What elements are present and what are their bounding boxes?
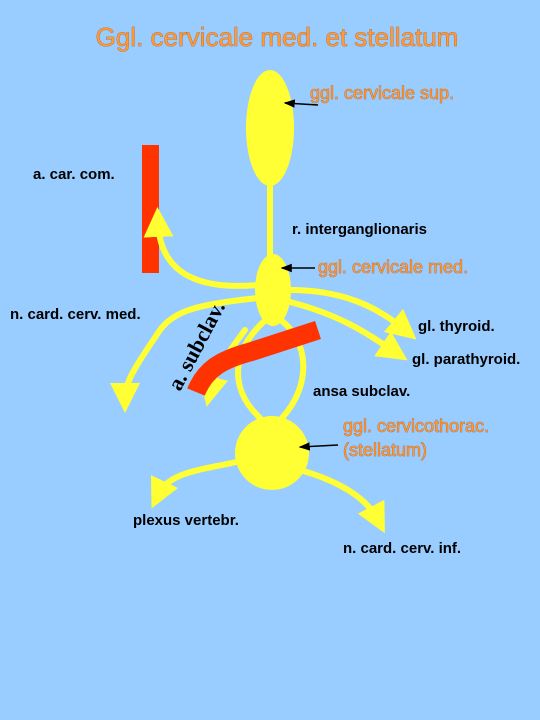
gl-thyroid-branch xyxy=(287,287,417,340)
branch-to-carotid xyxy=(143,207,261,289)
a-subclav-artery xyxy=(187,320,321,396)
label-n-card-cerv-inf: n. card. cerv. inf. xyxy=(343,540,461,557)
page-title: Ggl. cervicale med. et stellatum xyxy=(96,22,459,52)
pointer-ggl-sup-arrow xyxy=(283,99,319,108)
pointer-stellatum-arrow xyxy=(298,442,339,451)
ansa-subclav-right xyxy=(275,315,307,421)
a-car-com-artery xyxy=(142,145,159,273)
n-card-cerv-inf-path xyxy=(297,467,385,534)
n-card-cerv-med-path xyxy=(110,295,261,413)
label-r-interganglionaris: r. interganglionaris xyxy=(292,221,427,238)
ggl-cervicale-sup-ganglion xyxy=(246,70,294,186)
label-a-car-com: a. car. com. xyxy=(33,166,115,183)
label-gl-parathyroid: gl. parathyroid. xyxy=(412,351,520,368)
ggl-cervicale-med-ganglion xyxy=(255,254,291,326)
ggl-cervicothorac-ganglion xyxy=(235,416,309,490)
gl-parathyroid-branch xyxy=(287,299,408,361)
label-plexus-vertebr: plexus vertebr. xyxy=(133,512,239,529)
label-n-card-cerv-med: n. card. cerv. med. xyxy=(10,306,141,323)
ansa-subclav-left xyxy=(235,315,271,421)
label-ggl-cervicale-sup: ggl. cervicale sup. xyxy=(310,83,454,103)
label-gl-thyroid: gl. thyroid. xyxy=(418,318,495,335)
plexus-vertebr-path xyxy=(150,457,248,509)
label-ggl-cervicothorac-line1: ggl. cervicothorac. xyxy=(343,416,489,436)
label-ansa-subclav: ansa subclav. xyxy=(313,383,410,400)
label-ggl-cervicale-med: ggl. cervicale med. xyxy=(318,257,468,277)
label-ggl-cervicothorac-line2: (stellatum) xyxy=(343,440,427,460)
